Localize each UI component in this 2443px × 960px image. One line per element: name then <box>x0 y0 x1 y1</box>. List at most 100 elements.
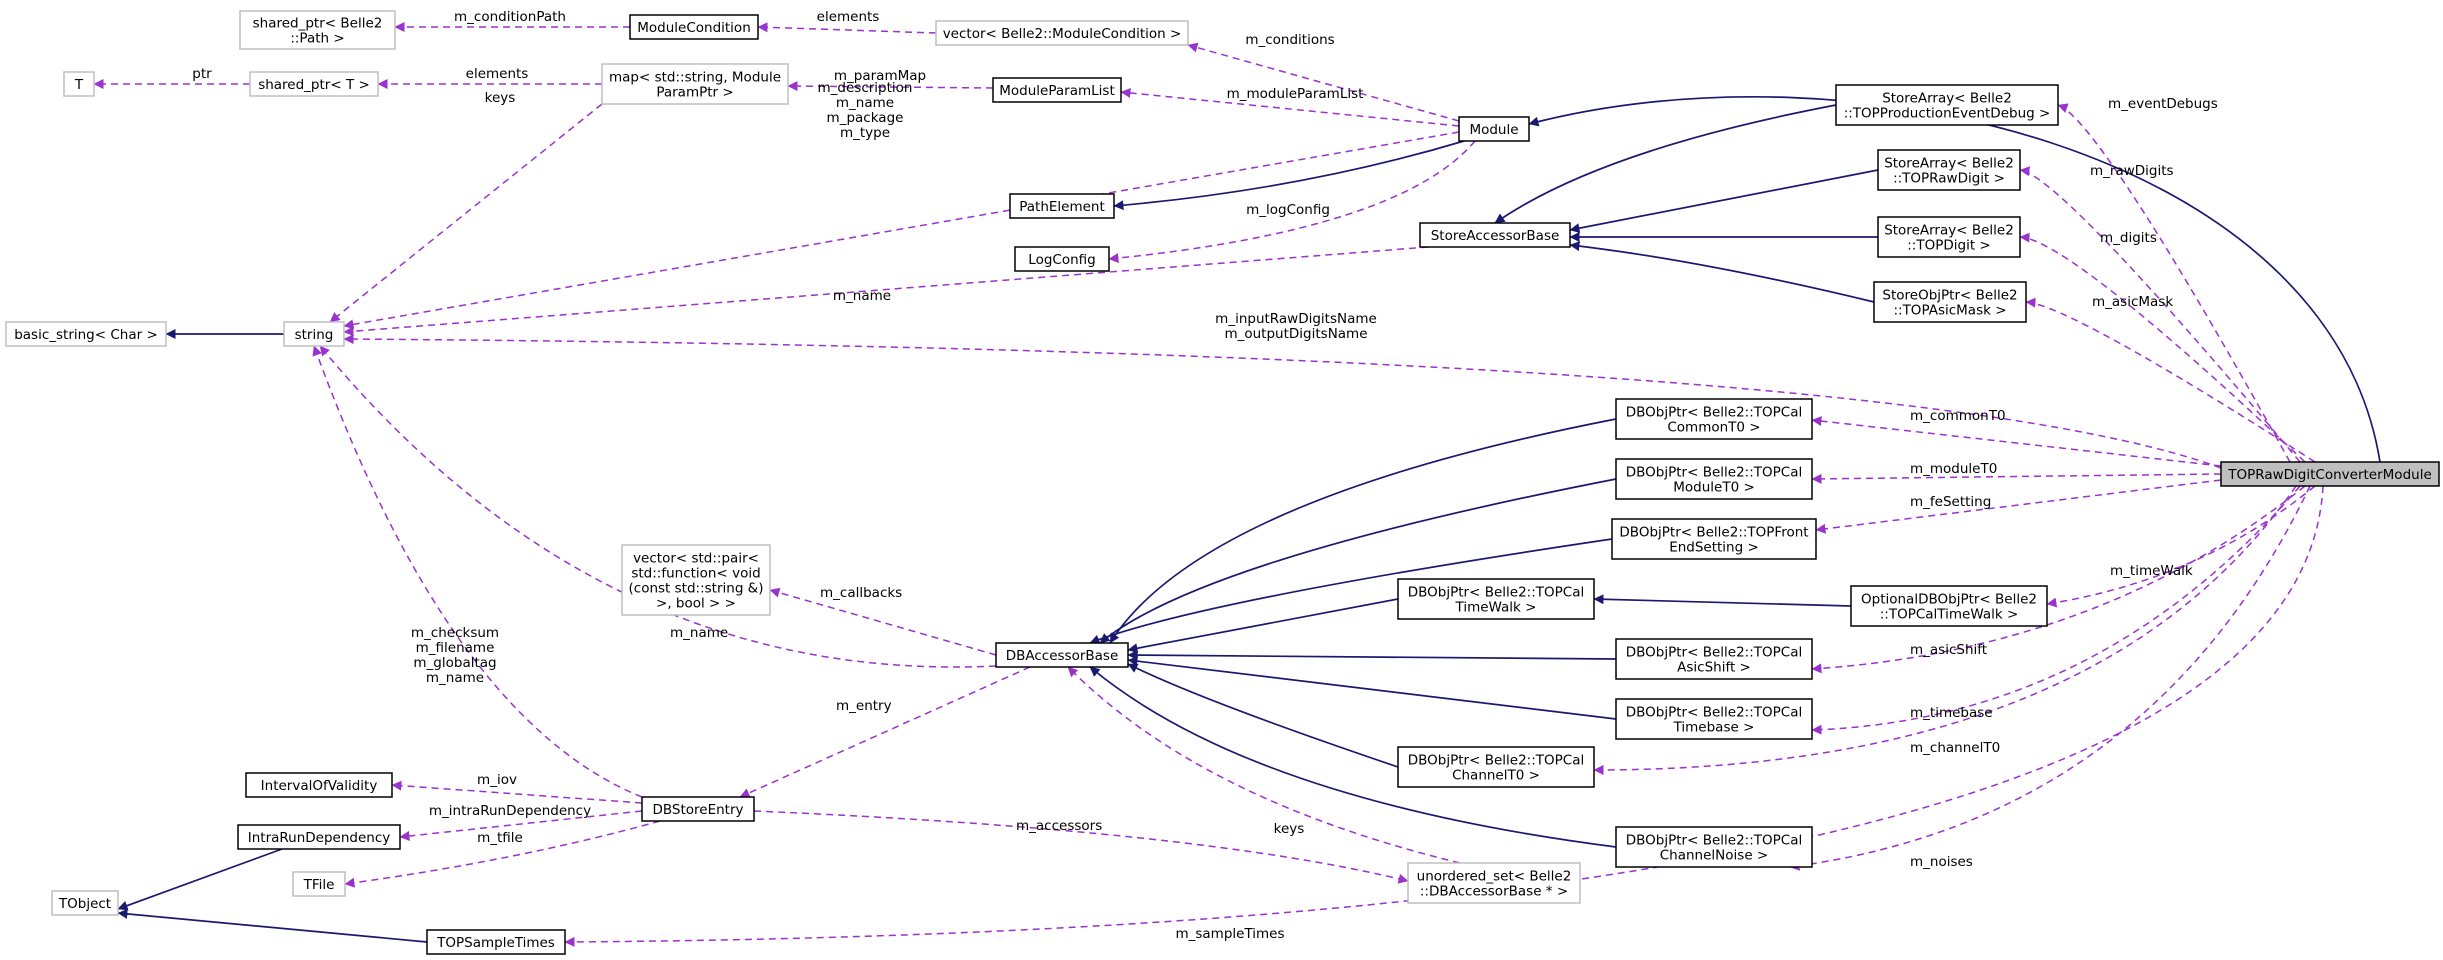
class-node-box <box>1397 746 1595 788</box>
class-node-box <box>5 321 167 347</box>
class-node-top-sample-times[interactable]: TOPSampleTimes <box>426 929 566 955</box>
class-node-label: ModuleCondition <box>637 20 751 36</box>
class-node-box <box>1615 398 1813 440</box>
class-node-intra-run-dependency[interactable]: IntraRunDependency <box>237 824 401 850</box>
edge-label-m-entry: m_entry <box>836 698 892 714</box>
class-node-label: IntervalOfValidity <box>261 778 378 794</box>
class-node-box <box>1615 638 1813 680</box>
class-node-label: IntraRunDependency <box>248 830 391 846</box>
class-node-label: ModuleParamList <box>999 83 1114 99</box>
class-node-unordered-set[interactable]: unordered_set< Belle2::DBAccessorBase * … <box>1407 862 1581 904</box>
class-node-box <box>1611 518 1817 560</box>
class-node-box <box>1835 84 2059 126</box>
class-node-box <box>249 71 379 97</box>
class-node-module-param-list[interactable]: ModuleParamList <box>992 77 1122 103</box>
inheritance-edge-46 <box>1127 650 1617 661</box>
class-node-store-array-debug[interactable]: StoreArray< Belle2::TOPProductionEventDe… <box>1835 84 2059 126</box>
class-node-label: T <box>74 77 84 93</box>
class-node-vector-pair[interactable]: vector< std::pair<std::function< void(co… <box>621 544 771 616</box>
class-node-box <box>621 544 771 616</box>
usage-edge-29 <box>391 780 643 804</box>
edge-label-m-digits: m_digits <box>2100 230 2157 246</box>
class-node-tfile[interactable]: TFile <box>292 871 346 897</box>
class-node-module-condition[interactable]: ModuleCondition <box>629 14 759 40</box>
usage-edge-32 <box>753 810 1409 884</box>
class-node-box <box>239 10 396 50</box>
class-node-label: TOPRawDigitConverterModule <box>2227 467 2432 483</box>
usage-edge-15 <box>2025 297 2316 463</box>
class-node-optional-time-walk[interactable]: OptionalDBObjPtr< Belle2::TOPCalTimeWalk… <box>1850 585 2048 627</box>
edge-label-m-callbacks: m_callbacks <box>820 585 902 601</box>
class-node-t[interactable]: T <box>63 71 95 97</box>
class-node-store-array-raw[interactable]: StoreArray< Belle2::TOPRawDigit > <box>1877 149 2021 191</box>
inheritance-edge-41 <box>1109 418 1617 644</box>
class-node-box <box>51 890 119 916</box>
class-node-box <box>245 772 393 798</box>
class-node-shared-ptr-t[interactable]: shared_ptr< T > <box>249 71 379 97</box>
class-node-interval-of-validity[interactable]: IntervalOfValidity <box>245 772 393 798</box>
usage-edge-4 <box>329 103 603 323</box>
usage-edge-28 <box>739 666 1031 798</box>
edge-label-m-tfile: m_tfile <box>477 830 523 846</box>
class-node-basic-string[interactable]: basic_string< Char > <box>5 321 167 347</box>
class-node-converter[interactable]: TOPRawDigitConverterModule <box>2220 461 2440 487</box>
class-node-db-store-entry[interactable]: DBStoreEntry <box>641 796 755 822</box>
class-node-db-accessor-base[interactable]: DBAccessorBase <box>995 642 1129 668</box>
class-node-box <box>237 824 401 850</box>
edge-label-m-iov: m_iov <box>477 772 517 788</box>
class-node-label: DBStoreEntry <box>652 802 743 818</box>
class-node-store-obj-asic[interactable]: StoreObjPtr< Belle2::TOPAsicMask > <box>1873 281 2027 323</box>
class-node-module[interactable]: Module <box>1458 116 1530 142</box>
class-node-box <box>1407 862 1581 904</box>
inheritance-edge-44 <box>1593 594 1852 607</box>
class-node-box <box>1009 193 1115 219</box>
inheritance-edge-35 <box>1528 96 2381 463</box>
inheritance-edge-51 <box>117 908 428 943</box>
edges <box>93 22 2381 947</box>
class-node-box <box>1397 578 1595 620</box>
inheritance-edge-48 <box>1127 663 1399 768</box>
usage-edge-27 <box>312 345 643 798</box>
class-node-shared-ptr-path[interactable]: shared_ptr< Belle2::Path > <box>239 10 396 50</box>
class-node-string[interactable]: string <box>283 321 345 347</box>
inheritance-edge-42 <box>1099 478 1617 644</box>
class-node-log-config[interactable]: LogConfig <box>1014 246 1110 272</box>
edge-label-ptr: ptr <box>192 66 212 82</box>
class-node-box <box>1014 246 1110 272</box>
usage-edge-23 <box>1789 485 2311 871</box>
class-node-label: StoreArray< Belle2::TOPRawDigit > <box>1884 156 2014 187</box>
usage-edge-18 <box>1815 479 2222 534</box>
usage-edge-9 <box>1108 140 1476 264</box>
class-node-box <box>641 796 755 822</box>
edge-label-m-parammap: m_paramMap <box>834 68 926 84</box>
edge-label-m-accessors: m_accessors <box>1016 818 1102 834</box>
class-node-tobject[interactable]: TObject <box>51 890 119 916</box>
class-node-label: StoreObjPtr< Belle2::TOPAsicMask > <box>1882 288 2017 319</box>
usage-edge-22 <box>1593 485 2297 775</box>
class-node-store-array-digit[interactable]: StoreArray< Belle2::TOPDigit > <box>1877 216 2021 258</box>
edge-label-m-eventdebugs: m_eventDebugs <box>2108 96 2218 112</box>
edge-label-keys-2: keys <box>1274 821 1305 837</box>
usage-edge-33 <box>1067 666 1461 864</box>
usage-edge-10 <box>343 246 1429 337</box>
class-node-store-accessor-base[interactable]: StoreAccessorBase <box>1419 222 1571 248</box>
usage-edge-16 <box>1811 416 2222 467</box>
class-node-vector-module-condition[interactable]: vector< Belle2::ModuleCondition > <box>935 20 1189 46</box>
class-node-label: vector< Belle2::ModuleCondition > <box>943 26 1182 42</box>
class-node-path-element[interactable]: PathElement <box>1009 193 1115 219</box>
inheritance-edge-36 <box>1113 140 1465 211</box>
